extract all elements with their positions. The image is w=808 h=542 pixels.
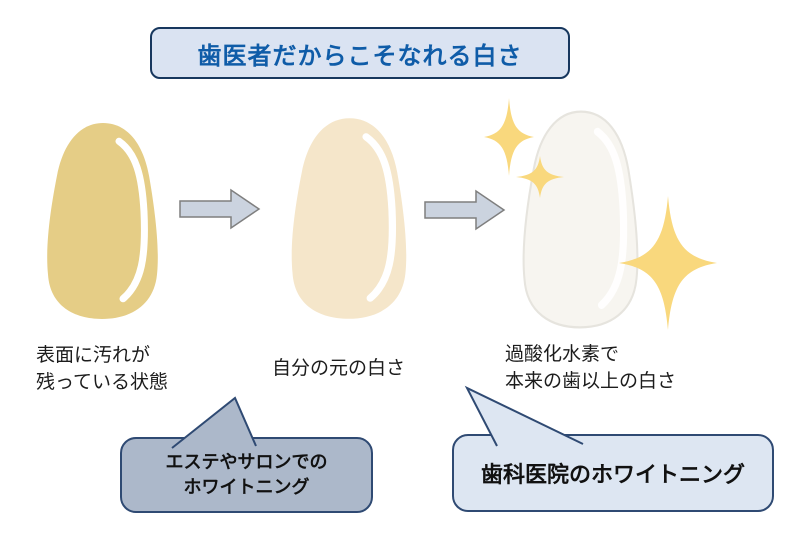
title-banner: 歯医者だからこそなれる白さ	[150, 27, 570, 79]
arrow-right-shape	[424, 189, 506, 231]
stained-tooth-shape	[47, 123, 158, 319]
salon-bubble-tail	[171, 396, 257, 449]
caption-line: 表面に汚れが	[36, 345, 151, 366]
natural-tooth-illustration	[291, 118, 407, 319]
caption-line: 本来の歯以上の白さ	[505, 371, 677, 392]
caption-line: 自分の元の白さ	[272, 358, 406, 379]
page-title: 歯医者だからこそなれる白さ	[197, 42, 523, 70]
dental-bubble-tail	[464, 385, 584, 447]
whitened-tooth-shape	[522, 110, 639, 329]
bubble-text-line: ホワイトニング	[183, 477, 310, 497]
natural-tooth-shape	[291, 118, 407, 319]
whitened-tooth-illustration	[522, 110, 639, 329]
dental-whitening-bubble: 歯科医院のホワイトニング	[452, 434, 774, 512]
caption-line: 残っている状態	[36, 372, 169, 393]
caption-natural-tooth: 自分の元の白さ	[272, 355, 405, 382]
caption-stained-tooth: 表面に汚れが 残っている状態	[36, 342, 168, 396]
salon-whitening-bubble: エステやサロンでの ホワイトニング	[120, 437, 373, 513]
arrow-right-shape	[179, 188, 261, 230]
caption-line: 過酸化水素で	[505, 344, 620, 365]
tooth-highlight	[362, 133, 397, 302]
sparkle-shape	[516, 156, 564, 198]
bubble-text-line: エステやサロンでの	[165, 452, 328, 472]
sparkle-icon	[619, 196, 717, 330]
arrow-right-icon	[179, 188, 261, 230]
stained-tooth-illustration	[47, 123, 158, 319]
sparkle-icon	[484, 98, 534, 176]
bubble-text-line: 歯科医院のホワイトニング	[480, 462, 745, 487]
sparkle-icon	[516, 156, 564, 198]
caption-whitened-tooth: 過酸化水素で 本来の歯以上の白さ	[505, 341, 676, 395]
sparkle-shape	[484, 98, 534, 176]
bubble-tail-shape	[171, 396, 257, 449]
arrow-right-icon	[424, 189, 506, 231]
sparkle-shape	[619, 196, 717, 330]
tooth-highlight	[115, 137, 148, 303]
bubble-tail-shape	[464, 385, 584, 447]
tooth-highlight	[593, 127, 628, 309]
